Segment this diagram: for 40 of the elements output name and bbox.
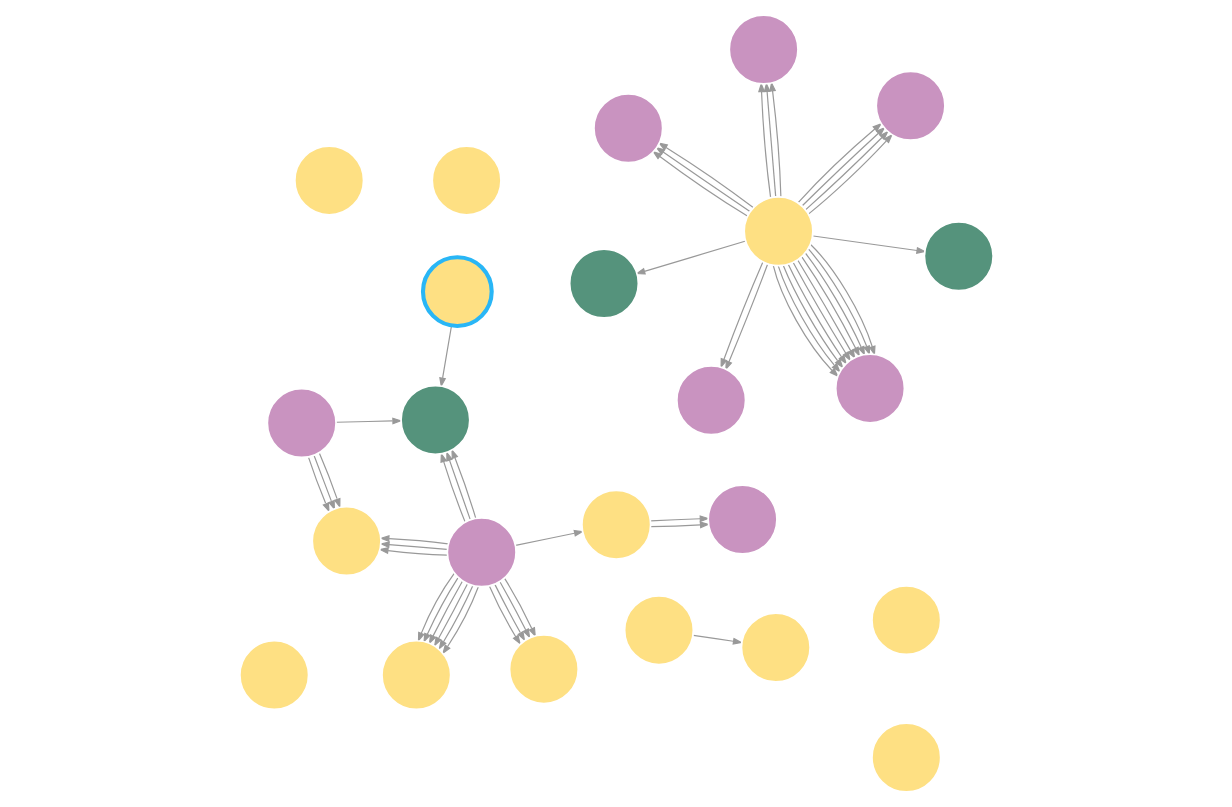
arrow: [757, 82, 771, 199]
arrow: [445, 451, 471, 521]
node-circle: [430, 145, 502, 216]
arrow: [307, 456, 330, 513]
node-circle: [266, 387, 337, 459]
node-circle: [399, 384, 471, 456]
arrow: [378, 535, 449, 545]
arrow: [768, 81, 781, 198]
node-circle: [870, 722, 942, 793]
arrow: [441, 586, 479, 655]
node-circle: [446, 517, 517, 588]
node-circle: [742, 196, 814, 267]
arrow: [812, 235, 927, 254]
arrow: [378, 541, 447, 551]
node-circle: [568, 248, 639, 319]
node-circle: [870, 584, 942, 656]
arrow: [809, 243, 876, 356]
node-circle: [580, 489, 651, 560]
arrow: [312, 454, 335, 511]
node-circle: [675, 365, 746, 436]
node-circle: [923, 221, 994, 292]
arrow: [634, 240, 745, 275]
arrow: [450, 448, 476, 520]
arrow: [649, 515, 710, 523]
arrow: [503, 578, 536, 638]
arrow: [692, 634, 743, 645]
node-circle: [740, 612, 811, 683]
arrow: [763, 81, 776, 197]
arrow: [514, 529, 584, 546]
node-circle: [293, 145, 364, 216]
arrow: [649, 521, 710, 529]
node-circle: [706, 484, 778, 555]
node-circle: [310, 505, 382, 577]
node-circle: [420, 255, 494, 328]
arrow: [335, 417, 402, 425]
node-circle: [623, 594, 694, 666]
arrow: [318, 452, 340, 509]
node-circle: [238, 639, 309, 711]
arrow: [439, 452, 466, 523]
node-circle: [727, 14, 799, 85]
